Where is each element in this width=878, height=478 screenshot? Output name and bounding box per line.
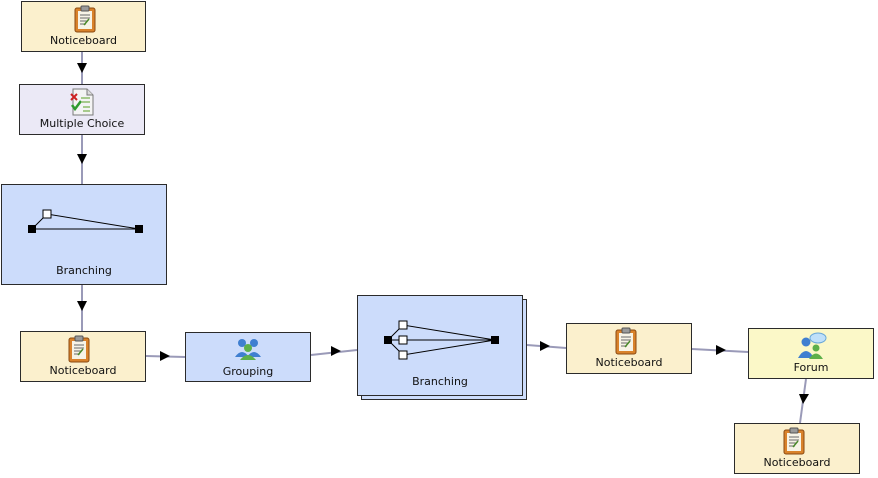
node-label: Noticeboard: [50, 34, 117, 47]
noticeboard-icon: [74, 5, 96, 33]
node-label: Noticeboard: [49, 364, 117, 377]
activity-branching-2[interactable]: Branching: [357, 295, 523, 396]
activity-noticeboard-4[interactable]: Noticeboard: [734, 423, 860, 474]
activity-noticeboard-2[interactable]: Noticeboard: [20, 331, 146, 382]
arrowhead-n5-n6: [331, 346, 341, 356]
activity-noticeboard-3[interactable]: Noticeboard: [566, 323, 692, 374]
activity-noticeboard-1[interactable]: Noticeboard: [21, 1, 146, 52]
node-label: Forum: [793, 361, 829, 374]
activity-branching-1[interactable]: Branching: [1, 184, 167, 285]
activity-forum[interactable]: Forum: [748, 328, 874, 379]
node-label: Grouping: [222, 365, 274, 378]
noticeboard-icon: [615, 327, 637, 355]
branching-icon: [28, 209, 143, 233]
node-label: Noticeboard: [595, 356, 663, 369]
branching-icon: [384, 320, 499, 360]
node-label: Branching: [56, 264, 112, 277]
arrowhead-n2-n3: [77, 154, 87, 164]
arrowhead-n1-n2: [77, 63, 87, 73]
arrowhead-n3-n4: [77, 301, 87, 311]
arrowhead-n4-n5: [160, 351, 170, 361]
activity-grouping[interactable]: Grouping: [185, 332, 311, 382]
arrowhead-n6-n7: [540, 341, 550, 351]
node-label: Branching: [412, 375, 468, 388]
arrowhead-n7-n8: [716, 345, 726, 355]
arrowhead-n8-n9: [799, 394, 809, 404]
node-label: Multiple Choice: [39, 117, 125, 130]
multiple-choice-icon: [70, 88, 94, 116]
grouping-icon: [235, 339, 261, 360]
node-label: Noticeboard: [763, 456, 831, 469]
noticeboard-icon: [783, 427, 805, 455]
noticeboard-icon: [68, 335, 90, 363]
activity-multiple-choice[interactable]: Multiple Choice: [19, 84, 145, 135]
forum-icon: [798, 332, 827, 359]
